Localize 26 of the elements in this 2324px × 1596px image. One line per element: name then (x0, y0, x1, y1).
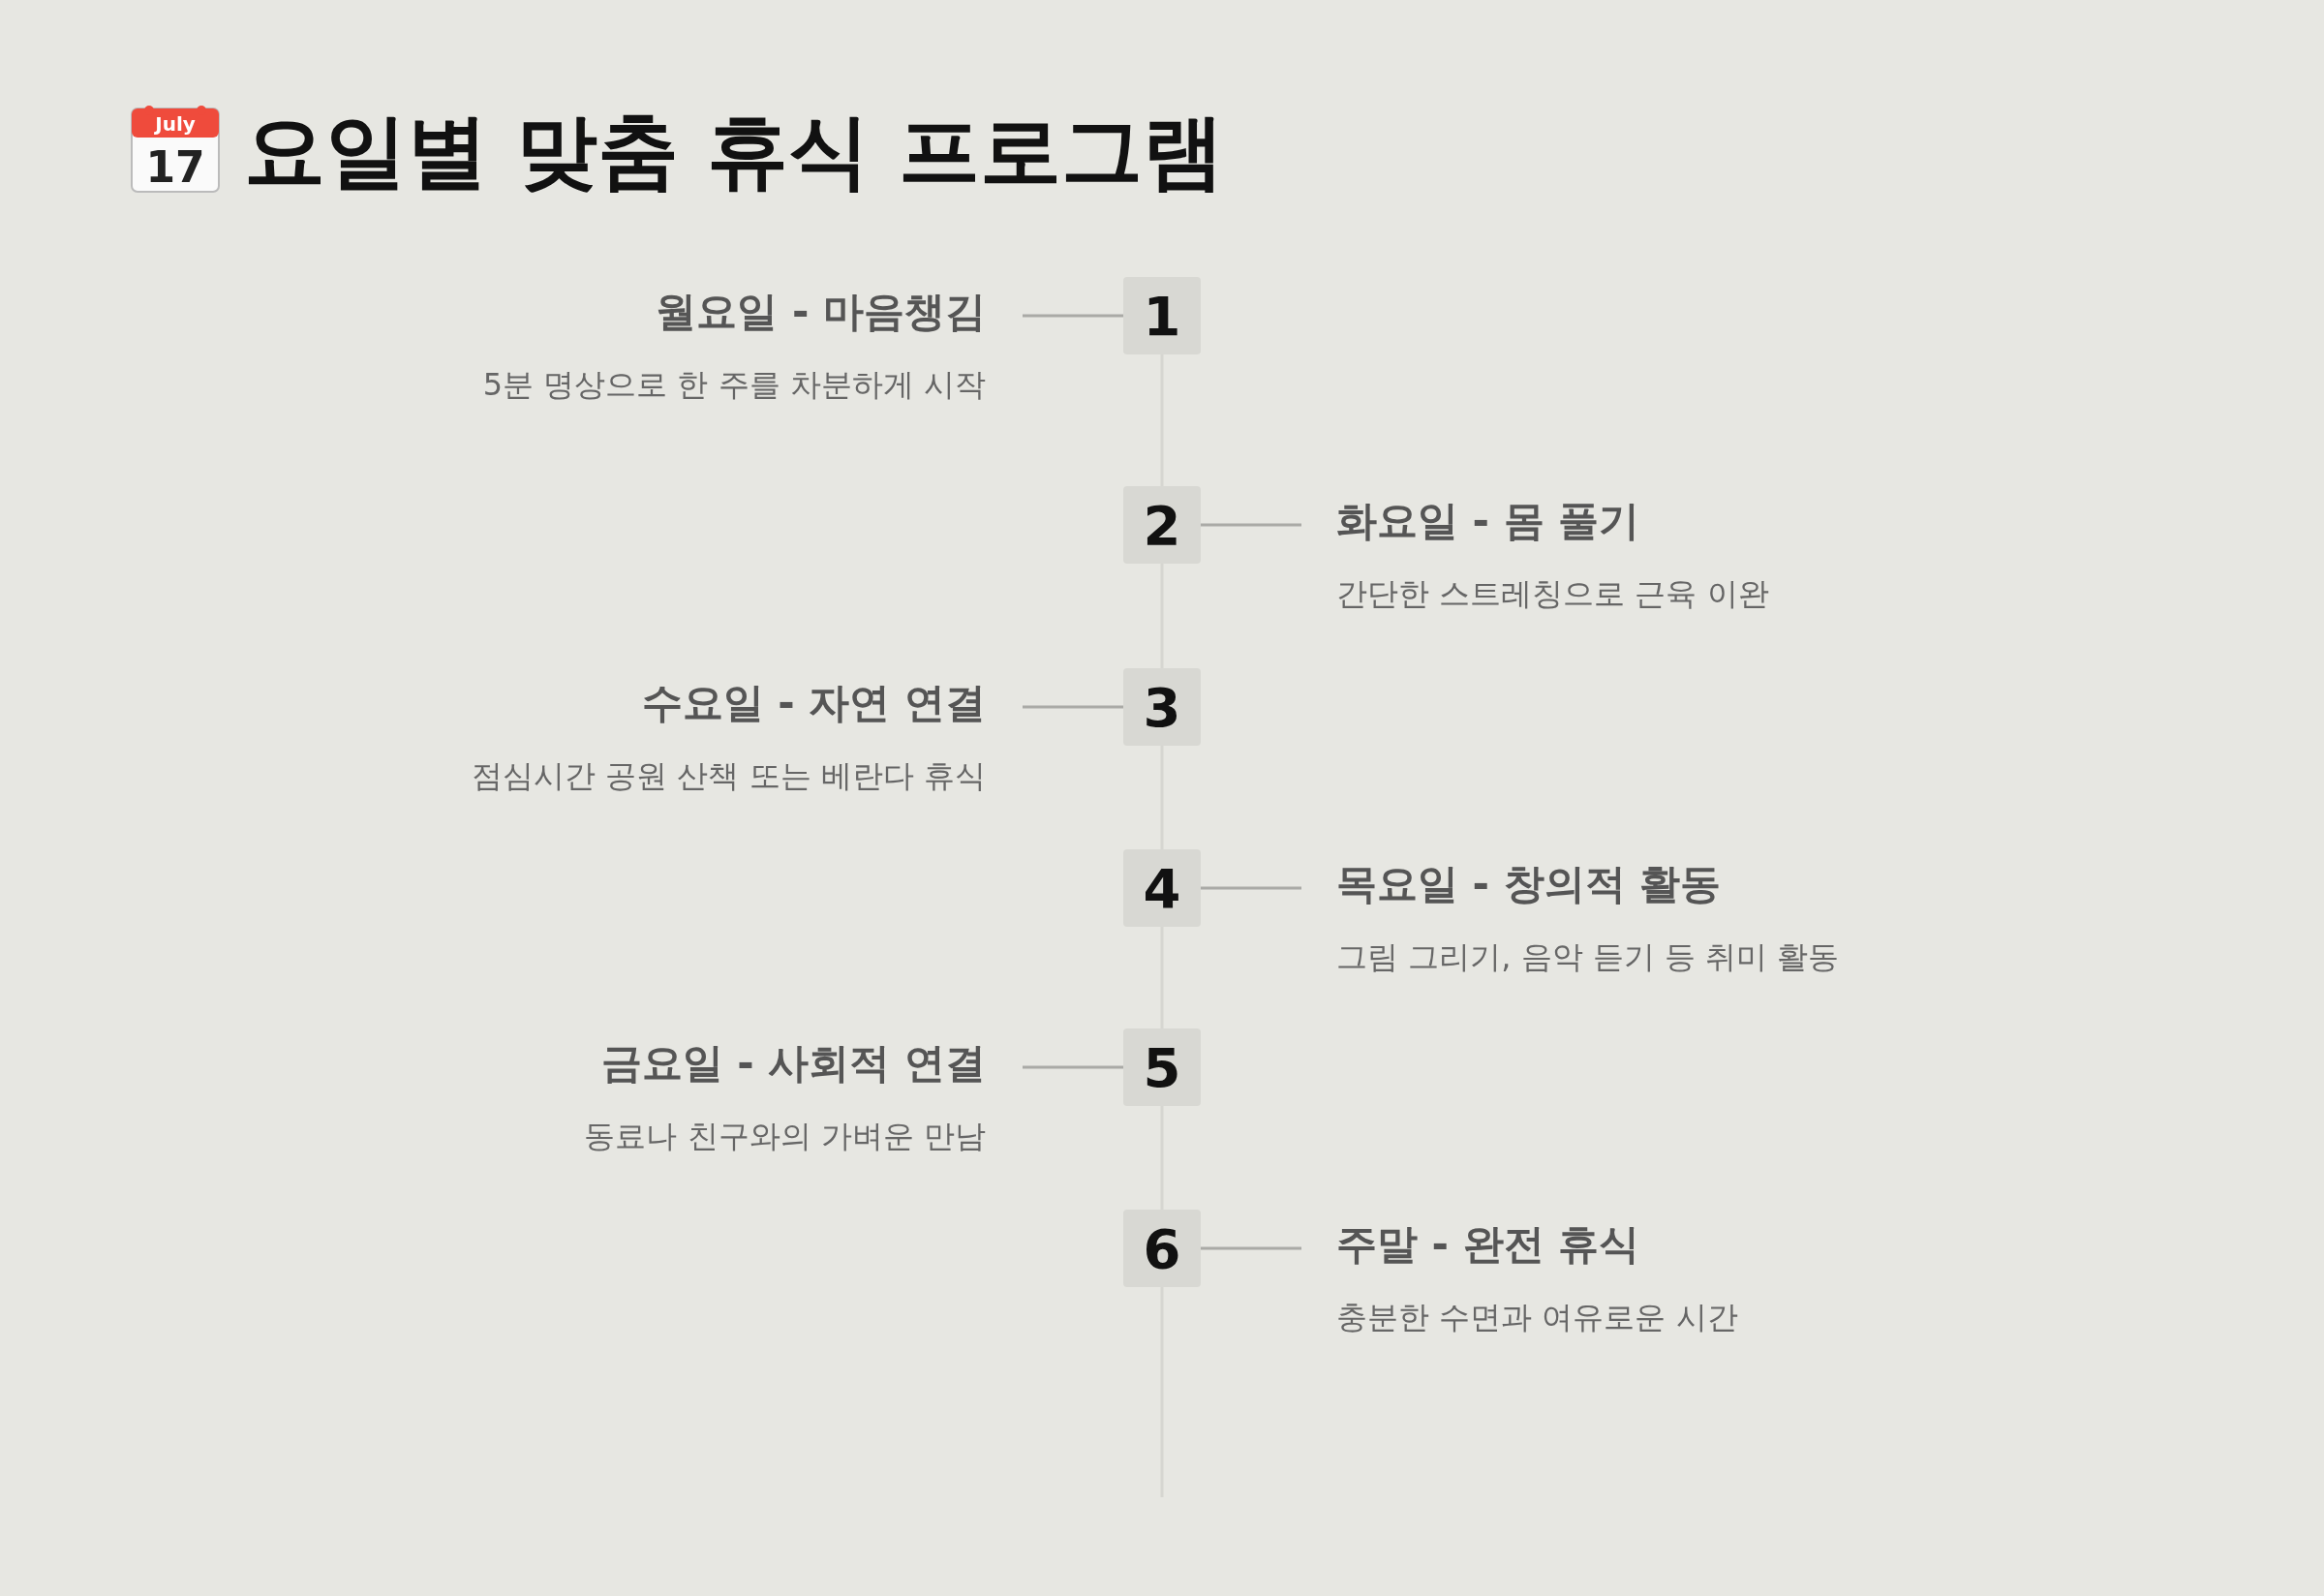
title: 요일별 맞춤 휴식 프로그램 (244, 103, 1224, 200)
number-badge: 2 (1123, 486, 1201, 564)
step-heading: 월요일 - 마음챙김 (656, 287, 986, 337)
connector-line (1023, 705, 1123, 709)
number-badge: 6 (1123, 1210, 1201, 1287)
step-description: 충분한 수면과 여유로운 시간 (1336, 1298, 1738, 1337)
number-badge: 4 (1123, 849, 1201, 927)
number-badge: 1 (1123, 277, 1201, 354)
step-description: 간단한 스트레칭으로 근육 이완 (1336, 574, 1769, 614)
step-heading: 수요일 - 자연 연결 (641, 678, 986, 728)
step-heading: 목요일 - 창의적 활동 (1336, 859, 1722, 909)
connector-line (1023, 314, 1123, 318)
step-description: 그림 그리기, 음악 듣기 등 취미 활동 (1336, 937, 1840, 977)
connector-line (1201, 886, 1301, 890)
number-badge: 5 (1123, 1028, 1201, 1106)
step-description: 5분 명상으로 한 주를 차분하게 시작 (482, 365, 986, 405)
step-heading: 금요일 - 사회적 연결 (600, 1038, 986, 1089)
connector-line (1201, 1246, 1301, 1250)
step-heading: 화요일 - 몸 풀기 (1336, 496, 1640, 546)
connector-line (1023, 1065, 1123, 1069)
connector-line (1201, 523, 1301, 527)
step-description: 점심시간 공원 산책 또는 베란다 휴식 (472, 756, 986, 796)
number-badge: 3 (1123, 668, 1201, 746)
step-heading: 주말 - 완전 휴식 (1336, 1219, 1640, 1270)
step-description: 동료나 친구와의 가벼운 만남 (584, 1117, 986, 1156)
calendar-icon: July 17 (131, 106, 220, 193)
